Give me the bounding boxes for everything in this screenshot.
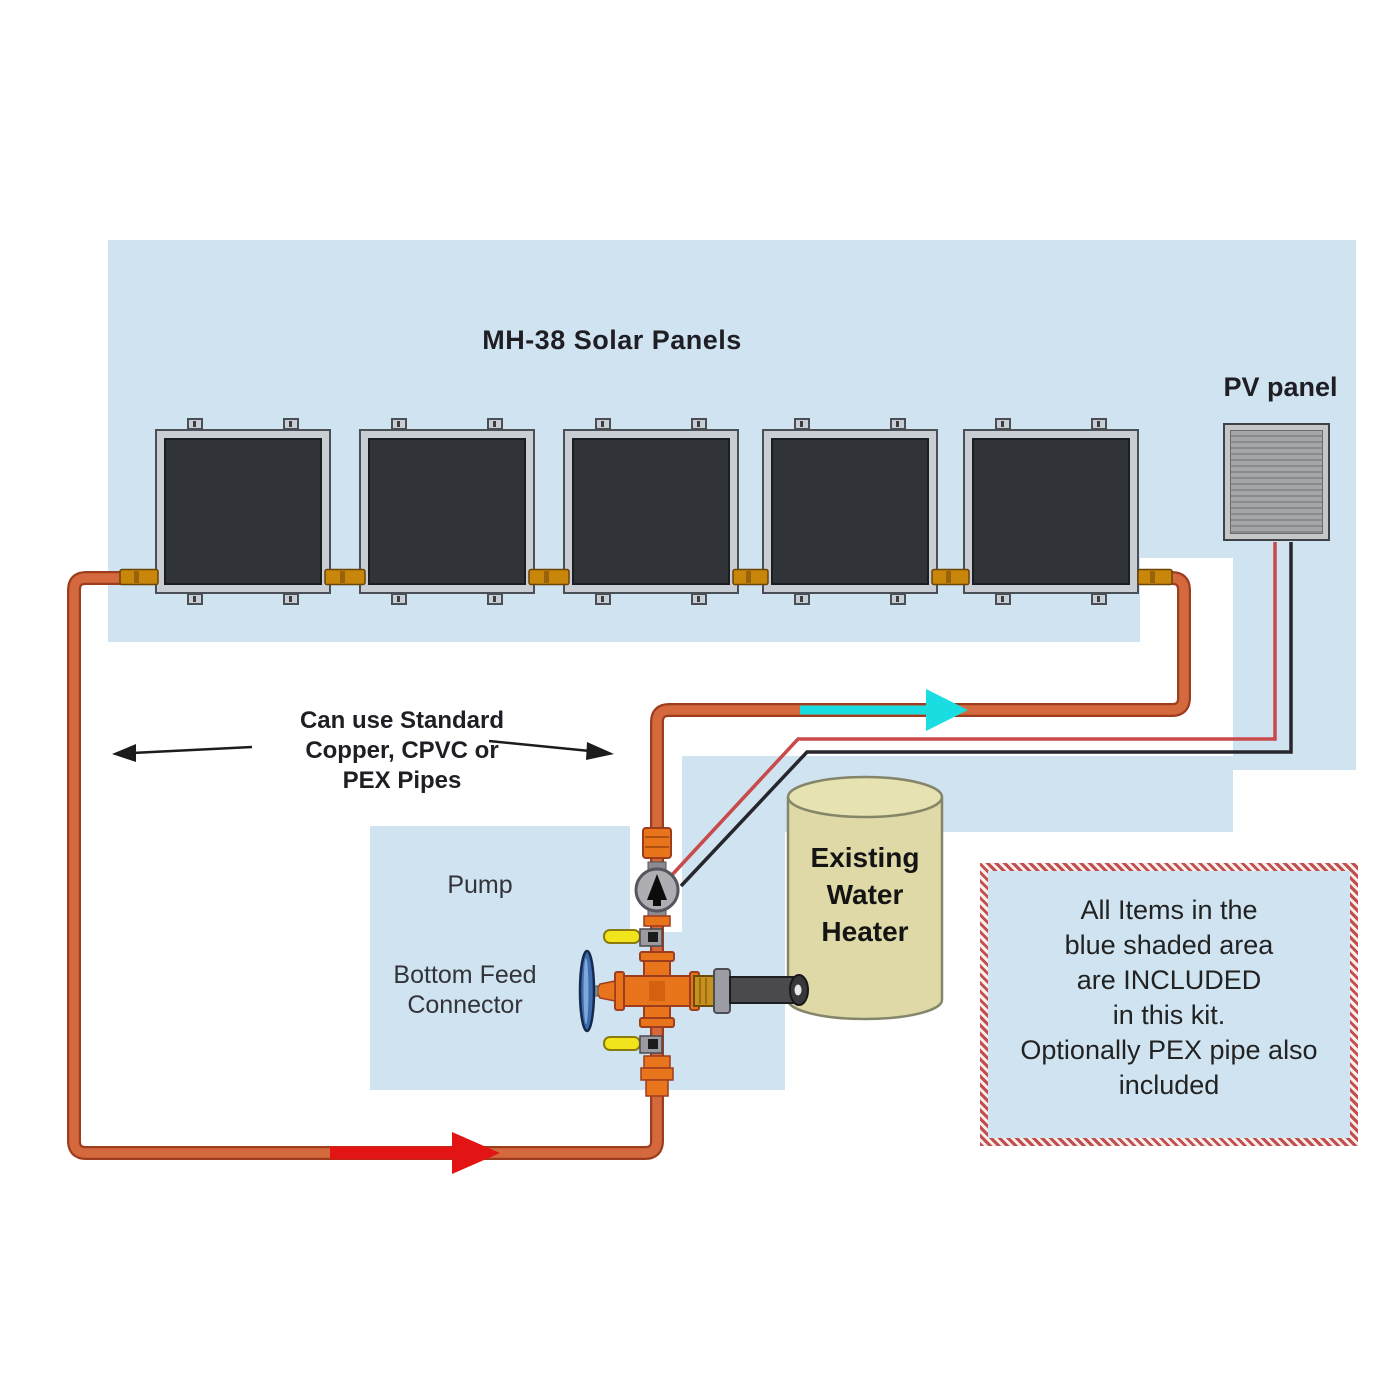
drain-valve [578, 949, 616, 1033]
panel-mount-tab [1091, 593, 1107, 605]
included-items-note: All Items in the blue shaded area are IN… [980, 863, 1358, 1146]
bottom-feed-connector [578, 928, 809, 1097]
hot-flow-arrow [330, 1132, 500, 1174]
pump [634, 827, 680, 927]
panel-mount-tab [995, 593, 1011, 605]
note-arrow-right [488, 739, 614, 760]
pump-arrow-icon [647, 874, 667, 900]
solar-panel [155, 418, 331, 605]
note-arrow-left [112, 744, 253, 762]
pv-wire-red [669, 542, 1277, 878]
pv-wires [669, 542, 1293, 888]
panels-title: MH-38 Solar Panels [482, 325, 742, 355]
solar-panel-face [972, 438, 1130, 585]
solar-panel [762, 418, 938, 605]
panel-mount-tab [890, 593, 906, 605]
panel-mount-tab [595, 418, 611, 430]
solar-panel [563, 418, 739, 605]
shaded-area-pump [370, 826, 785, 1090]
ball-valve-upper [603, 928, 663, 947]
panel-mount-tab [691, 418, 707, 430]
panel-mount-tab [595, 593, 611, 605]
tank-adapter [693, 968, 809, 1014]
pv-panel-label: PV panel [1223, 372, 1338, 402]
panel-mount-tab [487, 593, 503, 605]
panel-mount-tab [283, 418, 299, 430]
solar-panel-face [164, 438, 322, 585]
pv-panel [1223, 423, 1330, 541]
panel-connectors [119, 568, 1173, 586]
panel-mount-tab [187, 418, 203, 430]
panel-mount-tab [691, 593, 707, 605]
panel-mount-tab [391, 593, 407, 605]
ball-valve-lower [603, 1035, 663, 1054]
pv-panel-cells [1230, 430, 1323, 534]
included-items-text: All Items in the blue shaded area are IN… [1020, 895, 1318, 1100]
panel-mount-tab [187, 593, 203, 605]
shaded-area-pv-column [1233, 558, 1356, 770]
panel-mount-tab [995, 418, 1011, 430]
solar-panel-face [368, 438, 526, 585]
solar-panel-face [572, 438, 730, 585]
panel-mount-tab [283, 593, 299, 605]
pipes-note: Can use Standard Copper, CPVC or PEX Pip… [299, 707, 505, 794]
panel-mount-tab [890, 418, 906, 430]
water-heater [786, 775, 944, 1021]
solar-panel [359, 418, 535, 605]
solar-panel [963, 418, 1139, 605]
panel-mount-tab [487, 418, 503, 430]
pump-label: Pump [447, 871, 513, 899]
panel-mount-tab [1091, 418, 1107, 430]
solar-panel-face [771, 438, 929, 585]
panel-mount-tab [794, 593, 810, 605]
bottom-feed-label: Bottom Feed Connector [393, 961, 537, 1019]
panel-mount-tab [391, 418, 407, 430]
panel-mount-tab [794, 418, 810, 430]
water-heater-label: Existing Water Heater [810, 842, 920, 947]
pv-wire-black [679, 542, 1293, 888]
cold-flow-arrow [800, 689, 968, 731]
